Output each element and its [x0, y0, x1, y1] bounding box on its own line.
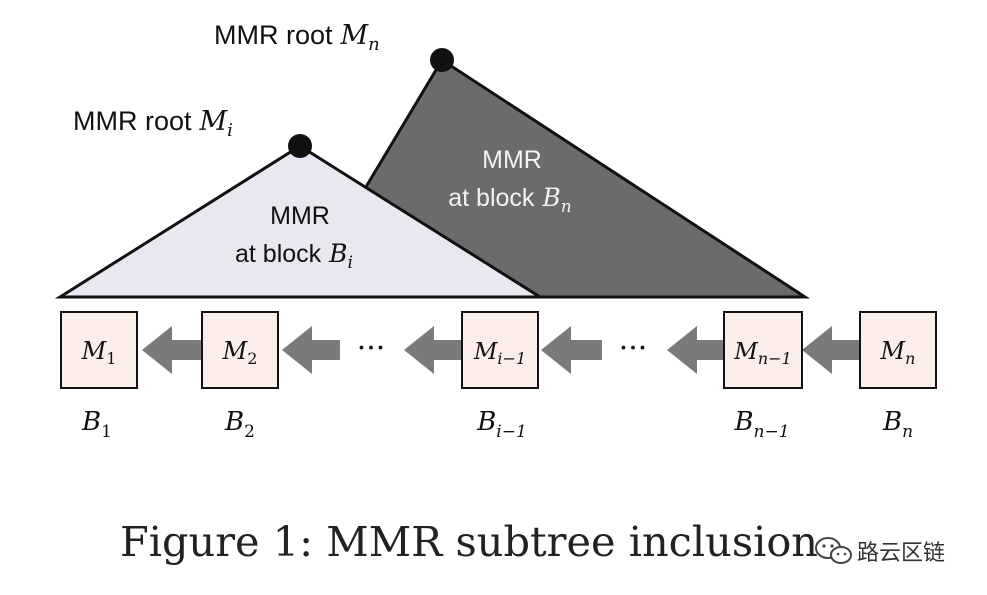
inner-triangle-line1: MMR	[270, 202, 330, 230]
block-n: Mn Bn	[859, 311, 937, 442]
mmr-box-mn-1	[723, 311, 803, 389]
arrow-mi-1-to-ellipsis	[404, 326, 462, 374]
block-2: M2 B2	[201, 311, 279, 442]
arrow-ellipsis-to-m2	[282, 326, 340, 374]
arrow-ellipsis-to-mi-1	[541, 326, 602, 374]
watermark-text: 路云区链	[857, 541, 945, 566]
block-label-bi-1: Bi−1	[476, 407, 527, 442]
arrow-mn-to-mn-1	[802, 326, 860, 374]
box-label-mn-1: Mn−1	[733, 339, 791, 368]
arrow-m2-to-m1	[142, 326, 202, 374]
block-label-bn-1: Bn−1	[733, 407, 789, 442]
arrow-mn-1-to-ellipsis	[667, 326, 724, 374]
mmr-box-mi-1	[461, 311, 539, 389]
mmr-box-m2	[201, 311, 279, 389]
box-label-mn: Mn	[880, 337, 916, 368]
box-label-mi-1: Mi−1	[473, 339, 526, 368]
block-label-bn: Bn	[882, 407, 913, 442]
box-label-m1: M1	[81, 337, 117, 368]
figure-caption: Figure 1: MMR subtree inclusion	[120, 518, 818, 566]
block-i-1: Mi−1 Bi−1	[461, 311, 539, 442]
mmr-box-m1	[60, 311, 138, 389]
ellipsis-1: ···	[357, 331, 386, 366]
mmr-box-mn	[859, 311, 937, 389]
block-label-b1: B1	[81, 407, 112, 442]
ellipsis-2: ···	[619, 331, 648, 366]
block-n-1: Mn−1 Bn−1	[723, 311, 803, 442]
block-1: M1 B1	[60, 311, 138, 442]
outer-triangle-line1: MMR	[482, 146, 542, 174]
block-label-b2: B2	[224, 407, 255, 442]
box-label-m2: M2	[222, 337, 258, 368]
watermark: 路云区链	[815, 537, 945, 566]
root-node-mn	[430, 48, 454, 72]
root-node-mi	[288, 134, 312, 158]
wechat-icon	[815, 537, 852, 564]
